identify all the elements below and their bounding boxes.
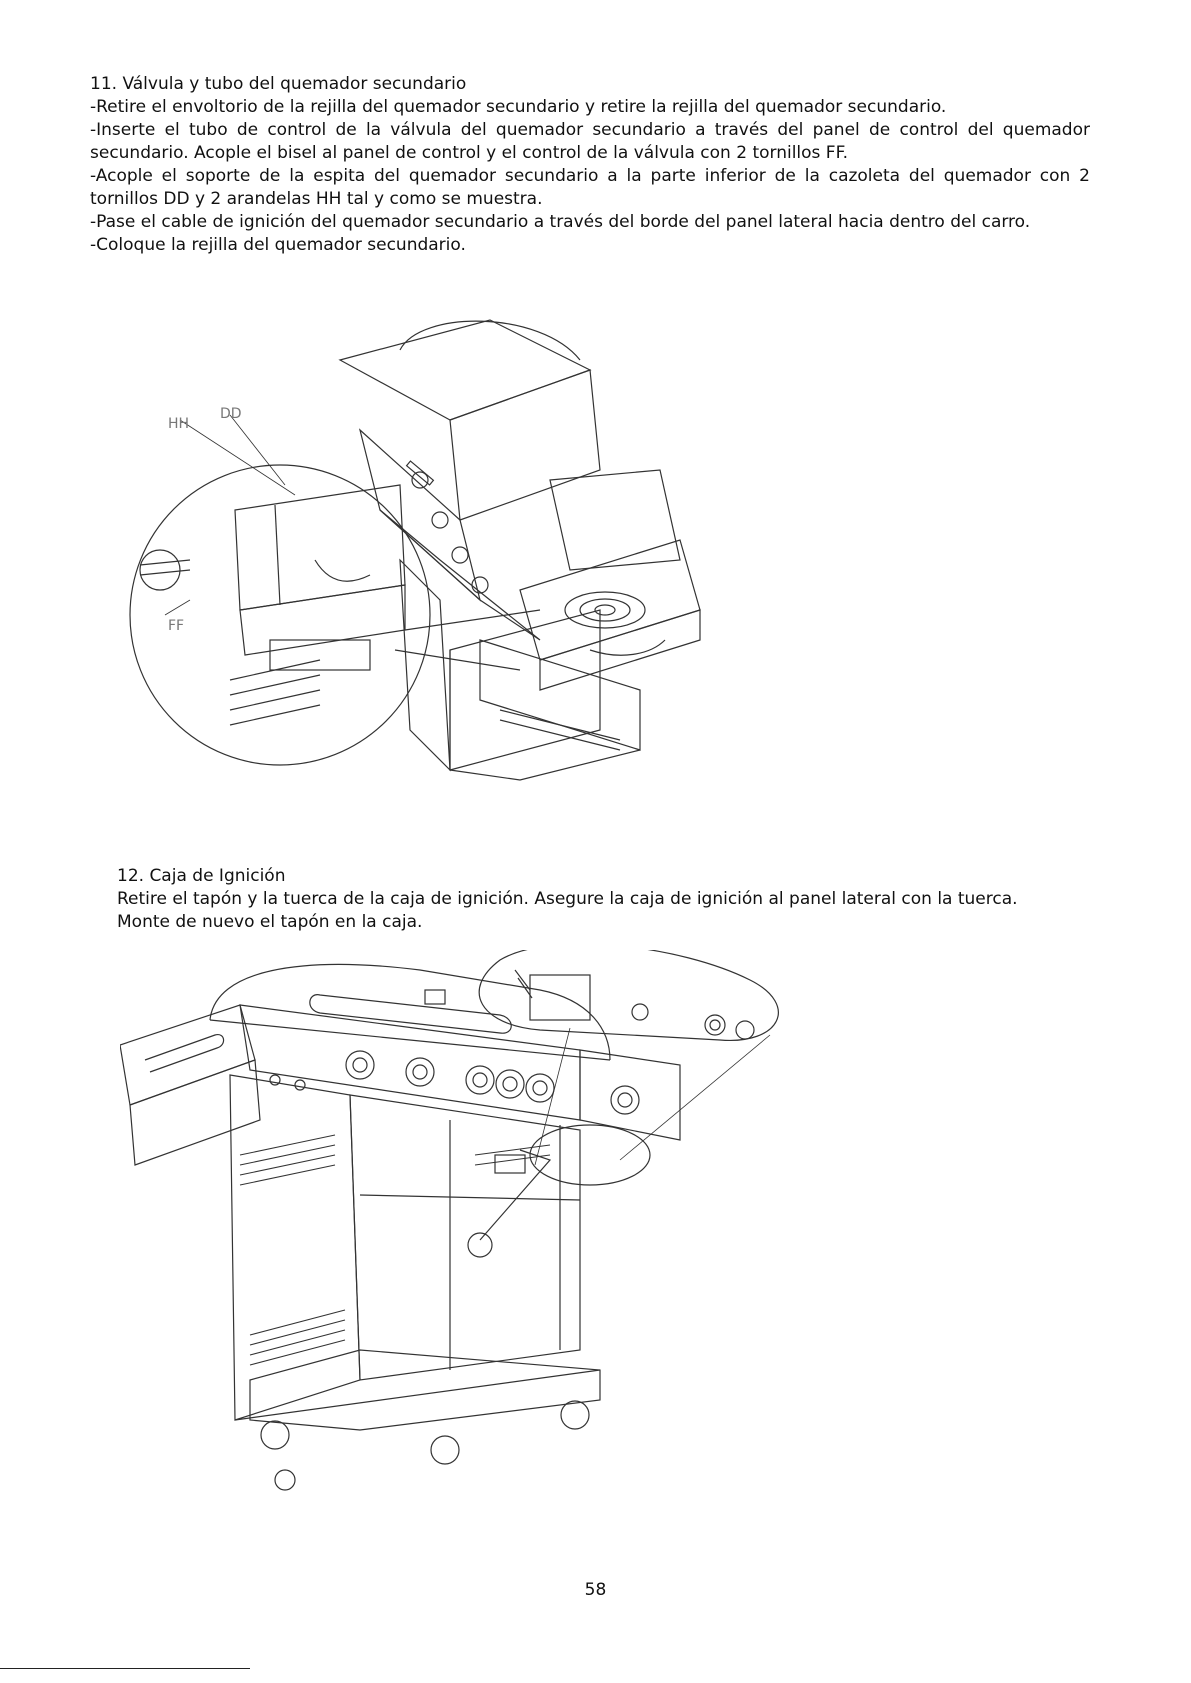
left-shelf <box>119 1004 261 1166</box>
step-11-line: -Inserte el tubo de control de la válvul… <box>90 120 1090 163</box>
side-burner <box>519 469 701 691</box>
step-11-line: -Coloque la rejilla del quemador secunda… <box>90 235 466 255</box>
detail-magnifier <box>129 414 541 766</box>
grill-body <box>338 319 601 772</box>
page-number: 58 <box>584 1580 607 1600</box>
vent-slots <box>239 1134 551 1366</box>
grill-lid <box>209 963 611 1061</box>
step-12-line: Monte de nuevo el tapón en la caja. <box>117 912 423 932</box>
ignition-detail-bubble <box>478 943 779 1186</box>
step-12-diagram <box>119 943 880 1540</box>
step-11-title: 11. Válvula y tubo del quemador secundar… <box>90 74 467 94</box>
step-11-line: -Retire el envoltorio de la rejilla del … <box>90 97 947 117</box>
footer-rule <box>0 1668 250 1669</box>
caster-wheels <box>260 1400 590 1491</box>
cabinet <box>229 1074 601 1431</box>
step-12-instructions: 12. Caja de Ignición Retire el tapón y l… <box>117 865 1087 934</box>
step-11-diagram: HH DD FF <box>120 310 740 850</box>
step-11-instructions: 11. Válvula y tubo del quemador secundar… <box>90 73 1090 257</box>
step-11-line: -Acople el soporte de la espita del quem… <box>90 166 1090 209</box>
callout-dd: DD <box>220 406 242 422</box>
step-11-line: -Pase el cable de ignición del quemador … <box>90 212 1031 232</box>
callout-ff: FF <box>168 618 184 634</box>
control-panel <box>239 1004 681 1141</box>
callout-hh: HH <box>168 416 189 432</box>
step-12-title: 12. Caja de Ignición <box>117 866 286 886</box>
step-12-line: Retire el tapón y la tuerca de la caja d… <box>117 889 1018 909</box>
cart-base <box>449 639 641 781</box>
